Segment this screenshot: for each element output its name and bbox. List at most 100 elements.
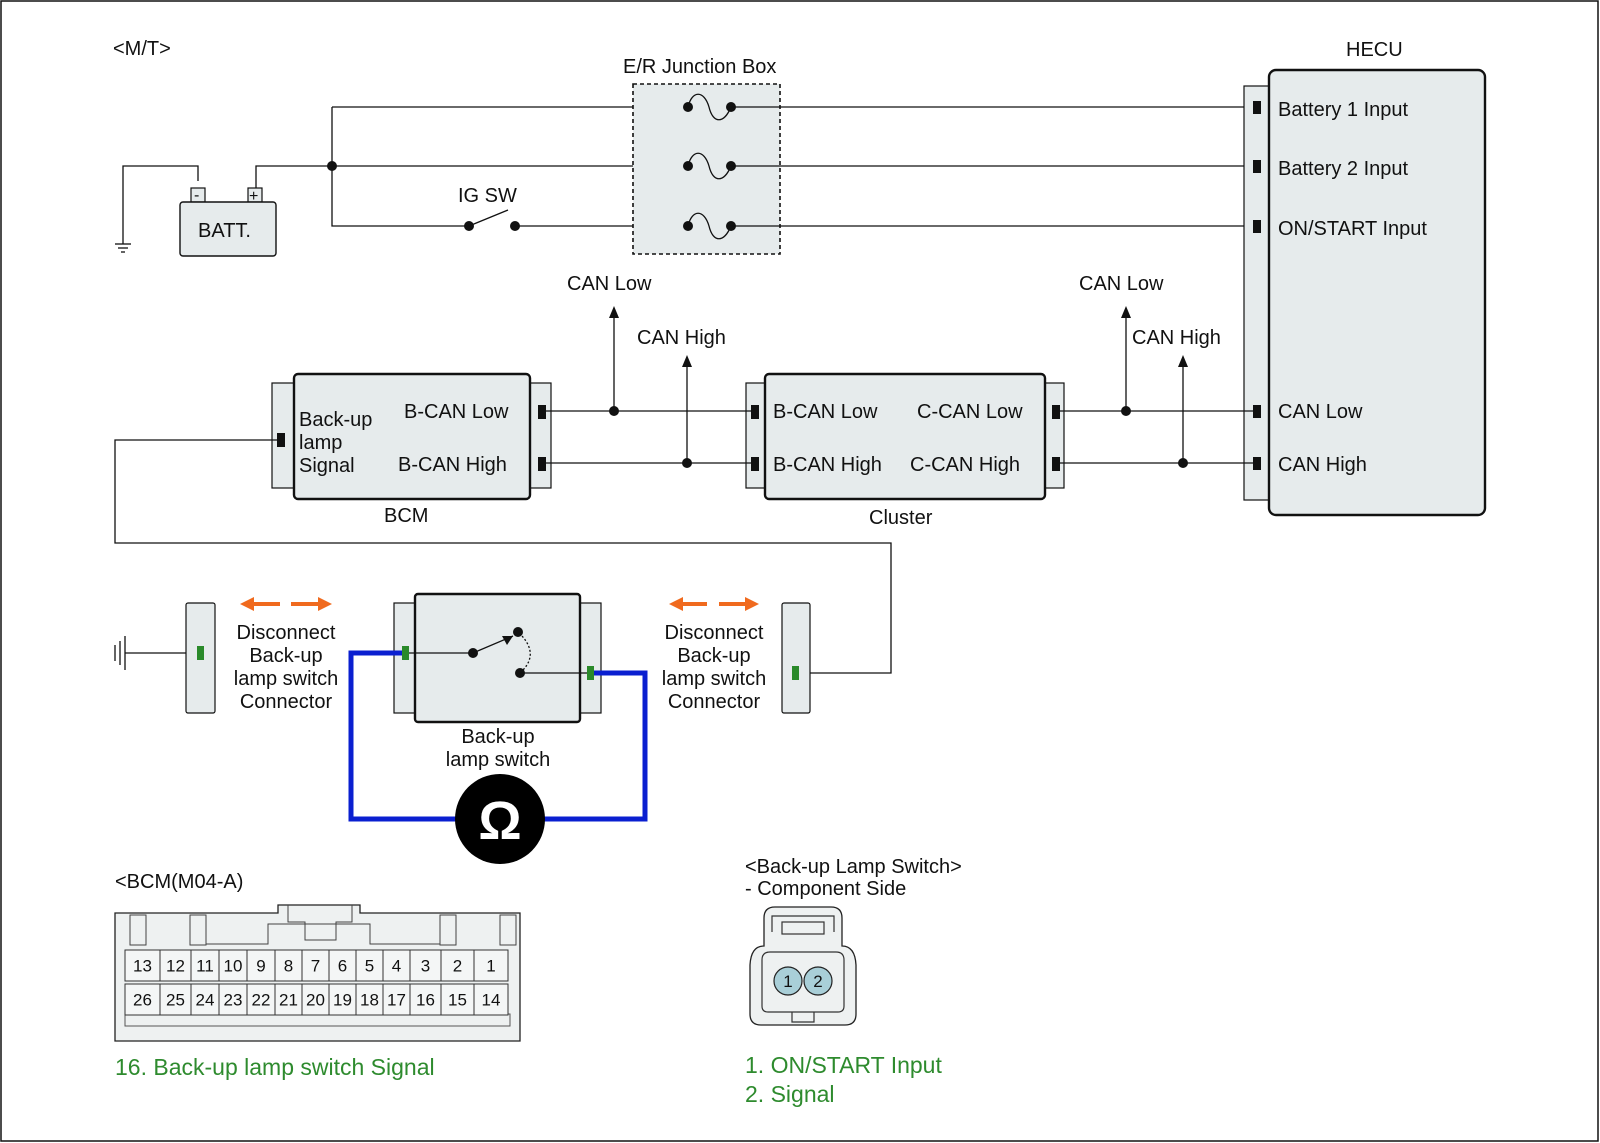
bcm-pin-cell: [382, 949, 411, 982]
svg-text:1: 1: [783, 972, 792, 991]
bcm-signal-line1: Back-up: [299, 409, 372, 431]
bcm-pin-cell: [473, 949, 509, 982]
can-right-high: CAN High: [1132, 327, 1221, 349]
bcm-pin-number: 4: [392, 957, 401, 976]
bcm: Back-up lamp Signal B-CAN Low B-CAN High…: [271, 372, 552, 527]
bcm-pin-cell: [301, 983, 330, 1016]
cluster: B-CAN Low B-CAN High C-CAN Low C-CAN Hig…: [745, 372, 1065, 529]
bcm-pin-number: 20: [306, 991, 325, 1010]
bcm-pin-cell: [190, 983, 220, 1016]
disconnect-arrows-right: [669, 597, 759, 611]
hecu-pin-battery1: Battery 1 Input: [1278, 99, 1409, 121]
switch-connector-subtitle: - Component Side: [745, 878, 906, 900]
junction-box: E/R Junction Box: [623, 56, 781, 255]
bcm-pin-cell: [274, 949, 303, 982]
bcm-pin-cell: [409, 949, 442, 982]
bcm-pin-cell: [218, 949, 248, 982]
bcm-pin-number: 21: [279, 991, 298, 1010]
bcm-pin-cell: [440, 983, 475, 1016]
bcm-connector-note: 16. Back-up lamp switch Signal: [115, 1054, 435, 1080]
switch-label-2: lamp switch: [446, 749, 550, 771]
ohmmeter: Ω: [455, 774, 545, 864]
bcm-signal-line3: Signal: [299, 455, 355, 477]
variant-label: <M/T>: [113, 38, 171, 60]
fuse-3: [683, 212, 736, 240]
battery-minus: -: [194, 187, 199, 204]
switch-connector-title: <Back-up Lamp Switch>: [745, 856, 962, 878]
bcm-pin-cell: [159, 983, 192, 1016]
bcm-pin-number: 24: [196, 991, 215, 1010]
battery-ground: [115, 165, 199, 253]
bcm-signal-line2: lamp: [299, 432, 342, 454]
right-connector: [781, 602, 811, 714]
bcm-pin-cell: [124, 949, 161, 982]
bcm-pin-number: 26: [133, 991, 152, 1010]
bcm-pin-number: 9: [256, 957, 265, 976]
bcm-pin-number: 15: [448, 991, 467, 1010]
ig-switch-label: IG SW: [458, 185, 517, 207]
cluster-c-can-low: C-CAN Low: [917, 401, 1023, 423]
bcm-pin-cell: [274, 983, 303, 1016]
bcm-pin-number: 25: [166, 991, 185, 1010]
cluster-b-can-high: B-CAN High: [773, 454, 882, 476]
hecu-pin-can-low: CAN Low: [1278, 401, 1363, 423]
switch-note-1: 1. ON/START Input: [745, 1052, 942, 1078]
meas-wire-right: [542, 670, 648, 822]
switch-label-1: Back-up: [461, 726, 534, 748]
hecu-pin-onstart: ON/START Input: [1278, 218, 1427, 240]
bcm-pin-number: 3: [421, 957, 430, 976]
bcm-pin-cell: [301, 949, 330, 982]
hecu-pin-can-high: CAN High: [1278, 454, 1367, 476]
svg-text:2: 2: [813, 972, 822, 991]
svg-text:Connector: Connector: [668, 691, 761, 713]
bcm-pin-number: 6: [338, 957, 347, 976]
cluster-label: Cluster: [869, 507, 933, 529]
can-right-low: CAN Low: [1079, 273, 1164, 295]
bcm-pin-number: 1: [486, 957, 495, 976]
bcm-pin-cell: [328, 983, 357, 1016]
meas-wire-left: [348, 650, 458, 822]
bcm-pin-number: 17: [387, 991, 406, 1010]
ohm-symbol-icon: Ω: [478, 791, 521, 851]
switch-pin-1: [773, 966, 803, 996]
switch-note-2: 2. Signal: [745, 1081, 835, 1107]
bcm-can-low: B-CAN Low: [404, 401, 509, 423]
bcm-pin-cell: [473, 983, 509, 1016]
bcm-pin-number: 11: [196, 957, 214, 976]
disconnect-arrows-left: [240, 597, 332, 611]
junction-box-label: E/R Junction Box: [623, 56, 776, 78]
svg-text:lamp switch: lamp switch: [234, 668, 338, 690]
disconnect-text-left: Disconnect Back-up lamp switch Connector: [234, 622, 338, 713]
svg-text:Back-up: Back-up: [249, 645, 322, 667]
hecu-label: HECU: [1346, 39, 1403, 61]
bcm-pin-number: 2: [453, 957, 462, 976]
bcm-pin-number: 16: [416, 991, 435, 1010]
svg-text:Disconnect: Disconnect: [665, 622, 764, 644]
bcm-pin-cell: [190, 949, 220, 982]
bcm-pin-number: 13: [133, 957, 152, 976]
svg-text:lamp switch: lamp switch: [662, 668, 766, 690]
switch-connector: <Back-up Lamp Switch> - Component Side 1…: [745, 856, 962, 1107]
bcm-pin-number: 18: [360, 991, 379, 1010]
cluster-b-can-low: B-CAN Low: [773, 401, 878, 423]
bcm-can-high: B-CAN High: [398, 454, 507, 476]
ig-switch: IG SW: [458, 185, 686, 231]
can-left-low: CAN Low: [567, 273, 652, 295]
battery: - + BATT.: [179, 187, 277, 257]
bcm-pin-number: 19: [333, 991, 352, 1010]
hecu-pin-battery2: Battery 2 Input: [1278, 158, 1409, 180]
bcm-pin-cell: [246, 983, 276, 1016]
cluster-c-can-high: C-CAN High: [910, 454, 1020, 476]
bcm-pin-number: 12: [166, 957, 185, 976]
bcm-pin-number: 7: [311, 957, 320, 976]
bcm-pin-number: 8: [284, 957, 293, 976]
bcm-pin-number: 23: [224, 991, 243, 1010]
bcm-pin-number: 22: [252, 991, 271, 1010]
battery-label: BATT.: [198, 220, 251, 242]
left-ground-connector: [114, 602, 216, 714]
bcm-pin-cell: [159, 949, 192, 982]
